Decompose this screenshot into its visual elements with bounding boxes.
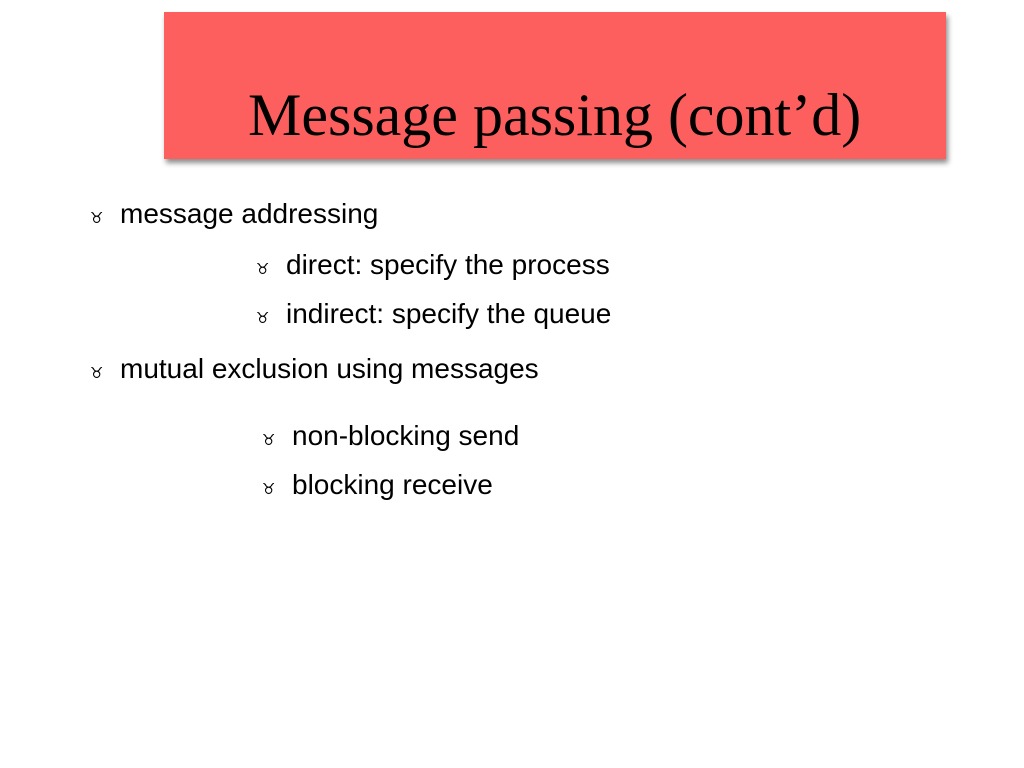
bullet-direct: ♉ direct: specify the process bbox=[256, 249, 610, 281]
bullet-icon: ♉ bbox=[90, 364, 104, 382]
bullet-icon: ♉ bbox=[262, 480, 276, 498]
bullet-text: message addressing bbox=[120, 198, 379, 229]
bullet-icon: ♉ bbox=[262, 431, 276, 449]
bullet-text: indirect: specify the queue bbox=[286, 298, 612, 329]
bullet-text: non-blocking send bbox=[292, 420, 520, 451]
bullet-mutual-exclusion: ♉ mutual exclusion using messages bbox=[90, 353, 539, 385]
bullet-text: direct: specify the process bbox=[286, 249, 610, 280]
bullet-icon: ♉ bbox=[256, 309, 270, 327]
bullet-blocking-receive: ♉ blocking receive bbox=[262, 469, 493, 501]
bullet-indirect: ♉ indirect: specify the queue bbox=[256, 298, 611, 330]
bullet-text: blocking receive bbox=[292, 469, 493, 500]
bullet-non-blocking-send: ♉ non-blocking send bbox=[262, 420, 519, 452]
bullet-message-addressing: ♉ message addressing bbox=[90, 198, 378, 230]
bullet-text: mutual exclusion using messages bbox=[120, 353, 539, 384]
bullet-icon: ♉ bbox=[256, 260, 270, 278]
title-banner bbox=[164, 12, 946, 159]
slide-title: Message passing (cont’d) bbox=[248, 82, 862, 148]
bullet-icon: ♉ bbox=[90, 209, 104, 227]
